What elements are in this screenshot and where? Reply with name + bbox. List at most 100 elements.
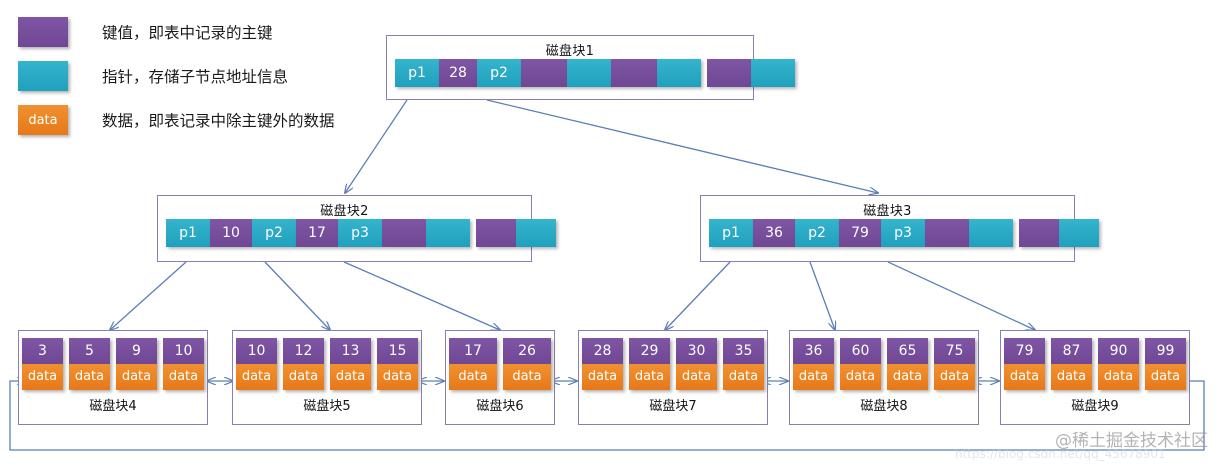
legend: 键值，即表中记录的主键 指针，存储子节点地址信息 data 数据，即表记录中除主… bbox=[18, 14, 368, 146]
pointer-cell-p1: p1 bbox=[166, 219, 210, 247]
key-cell-17: 17 bbox=[296, 219, 338, 247]
legend-item-data: data 数据，即表记录中除主键外的数据 bbox=[18, 102, 368, 138]
disk-block-8-title: 磁盘块8 bbox=[860, 399, 908, 414]
disk-block-3-title: 磁盘块3 bbox=[863, 204, 912, 219]
leaf-key-9: 9 bbox=[116, 338, 157, 364]
pointer-cell-p2: p2 bbox=[477, 59, 521, 87]
pointer-cell-p1: p1 bbox=[395, 59, 439, 87]
key-cell-empty-5 bbox=[382, 219, 426, 247]
pointer-cell-p3: p3 bbox=[881, 219, 925, 247]
pointer-swatch bbox=[18, 61, 68, 91]
edge-node2-to-leaf5 bbox=[264, 261, 330, 330]
legend-item-key: 键值，即表中记录的主键 bbox=[18, 14, 368, 50]
disk-block-5-title: 磁盘块5 bbox=[303, 399, 351, 414]
leaf-data-17: data bbox=[449, 364, 497, 390]
pointer-cell-p3: p3 bbox=[338, 219, 382, 247]
pointer-cell-empty-9 bbox=[751, 59, 795, 87]
leaf-data-3: data bbox=[22, 364, 63, 390]
disk-block-1-title: 磁盘块1 bbox=[545, 44, 595, 59]
pointer-cell-empty-9 bbox=[516, 219, 556, 247]
pointer-cell-p2: p2 bbox=[252, 219, 296, 247]
legend-label-pointer: 指针，存储子节点地址信息 bbox=[102, 68, 289, 86]
key-cell-28: 28 bbox=[439, 59, 477, 87]
disk-block-2-title: 磁盘块2 bbox=[320, 204, 369, 219]
leaf-data-87: data bbox=[1051, 364, 1092, 390]
leaf-key-3: 3 bbox=[22, 338, 63, 364]
leaf-key-26: 26 bbox=[503, 338, 551, 364]
leaf-data-15: data bbox=[377, 364, 418, 390]
leaf-data-35: data bbox=[723, 364, 764, 390]
leaf-key-10: 10 bbox=[236, 338, 277, 364]
leaf-data-13: data bbox=[330, 364, 371, 390]
leaf-data-28: data bbox=[582, 364, 623, 390]
leaf-key-99: 99 bbox=[1145, 338, 1186, 364]
leaf-data-5: data bbox=[69, 364, 110, 390]
leaf-data-10: data bbox=[163, 364, 204, 390]
leaf-data-36: data bbox=[793, 364, 834, 390]
edge-node3-to-leaf7 bbox=[665, 261, 731, 330]
pointer-cell-empty-6 bbox=[426, 219, 470, 247]
leaf-key-87: 87 bbox=[1051, 338, 1092, 364]
edge-node2-to-leaf6 bbox=[343, 261, 500, 330]
leaf-key-12: 12 bbox=[283, 338, 324, 364]
pointer-cell-empty-4 bbox=[567, 59, 611, 87]
key-swatch bbox=[18, 17, 68, 47]
legend-item-pointer: 指针，存储子节点地址信息 bbox=[18, 58, 368, 94]
leaf-key-79: 79 bbox=[1004, 338, 1045, 364]
leaf-key-90: 90 bbox=[1098, 338, 1139, 364]
leaf-key-36: 36 bbox=[793, 338, 834, 364]
key-cell-empty-5 bbox=[611, 59, 657, 87]
key-cell-empty-8 bbox=[1019, 219, 1059, 247]
key-cell-79: 79 bbox=[839, 219, 881, 247]
disk-block-9-title: 磁盘块9 bbox=[1071, 399, 1119, 414]
leaf-key-30: 30 bbox=[676, 338, 717, 364]
data-swatch: data bbox=[18, 105, 68, 135]
disk-block-4-title: 磁盘块4 bbox=[89, 399, 137, 414]
key-cell-empty-3 bbox=[521, 59, 567, 87]
leaf-data-79: data bbox=[1004, 364, 1045, 390]
leaf-key-10: 10 bbox=[163, 338, 204, 364]
leaf-key-5: 5 bbox=[69, 338, 110, 364]
key-cell-36: 36 bbox=[753, 219, 795, 247]
legend-label-data: 数据，即表记录中除主键外的数据 bbox=[102, 112, 335, 130]
leaf-data-9: data bbox=[116, 364, 157, 390]
leaf-data-10: data bbox=[236, 364, 277, 390]
edge-node2-to-leaf4 bbox=[110, 261, 187, 330]
leaf-key-60: 60 bbox=[840, 338, 881, 364]
leaf-key-29: 29 bbox=[629, 338, 670, 364]
leaf-data-90: data bbox=[1098, 364, 1139, 390]
leaf-key-28: 28 bbox=[582, 338, 623, 364]
leaf-data-12: data bbox=[283, 364, 324, 390]
